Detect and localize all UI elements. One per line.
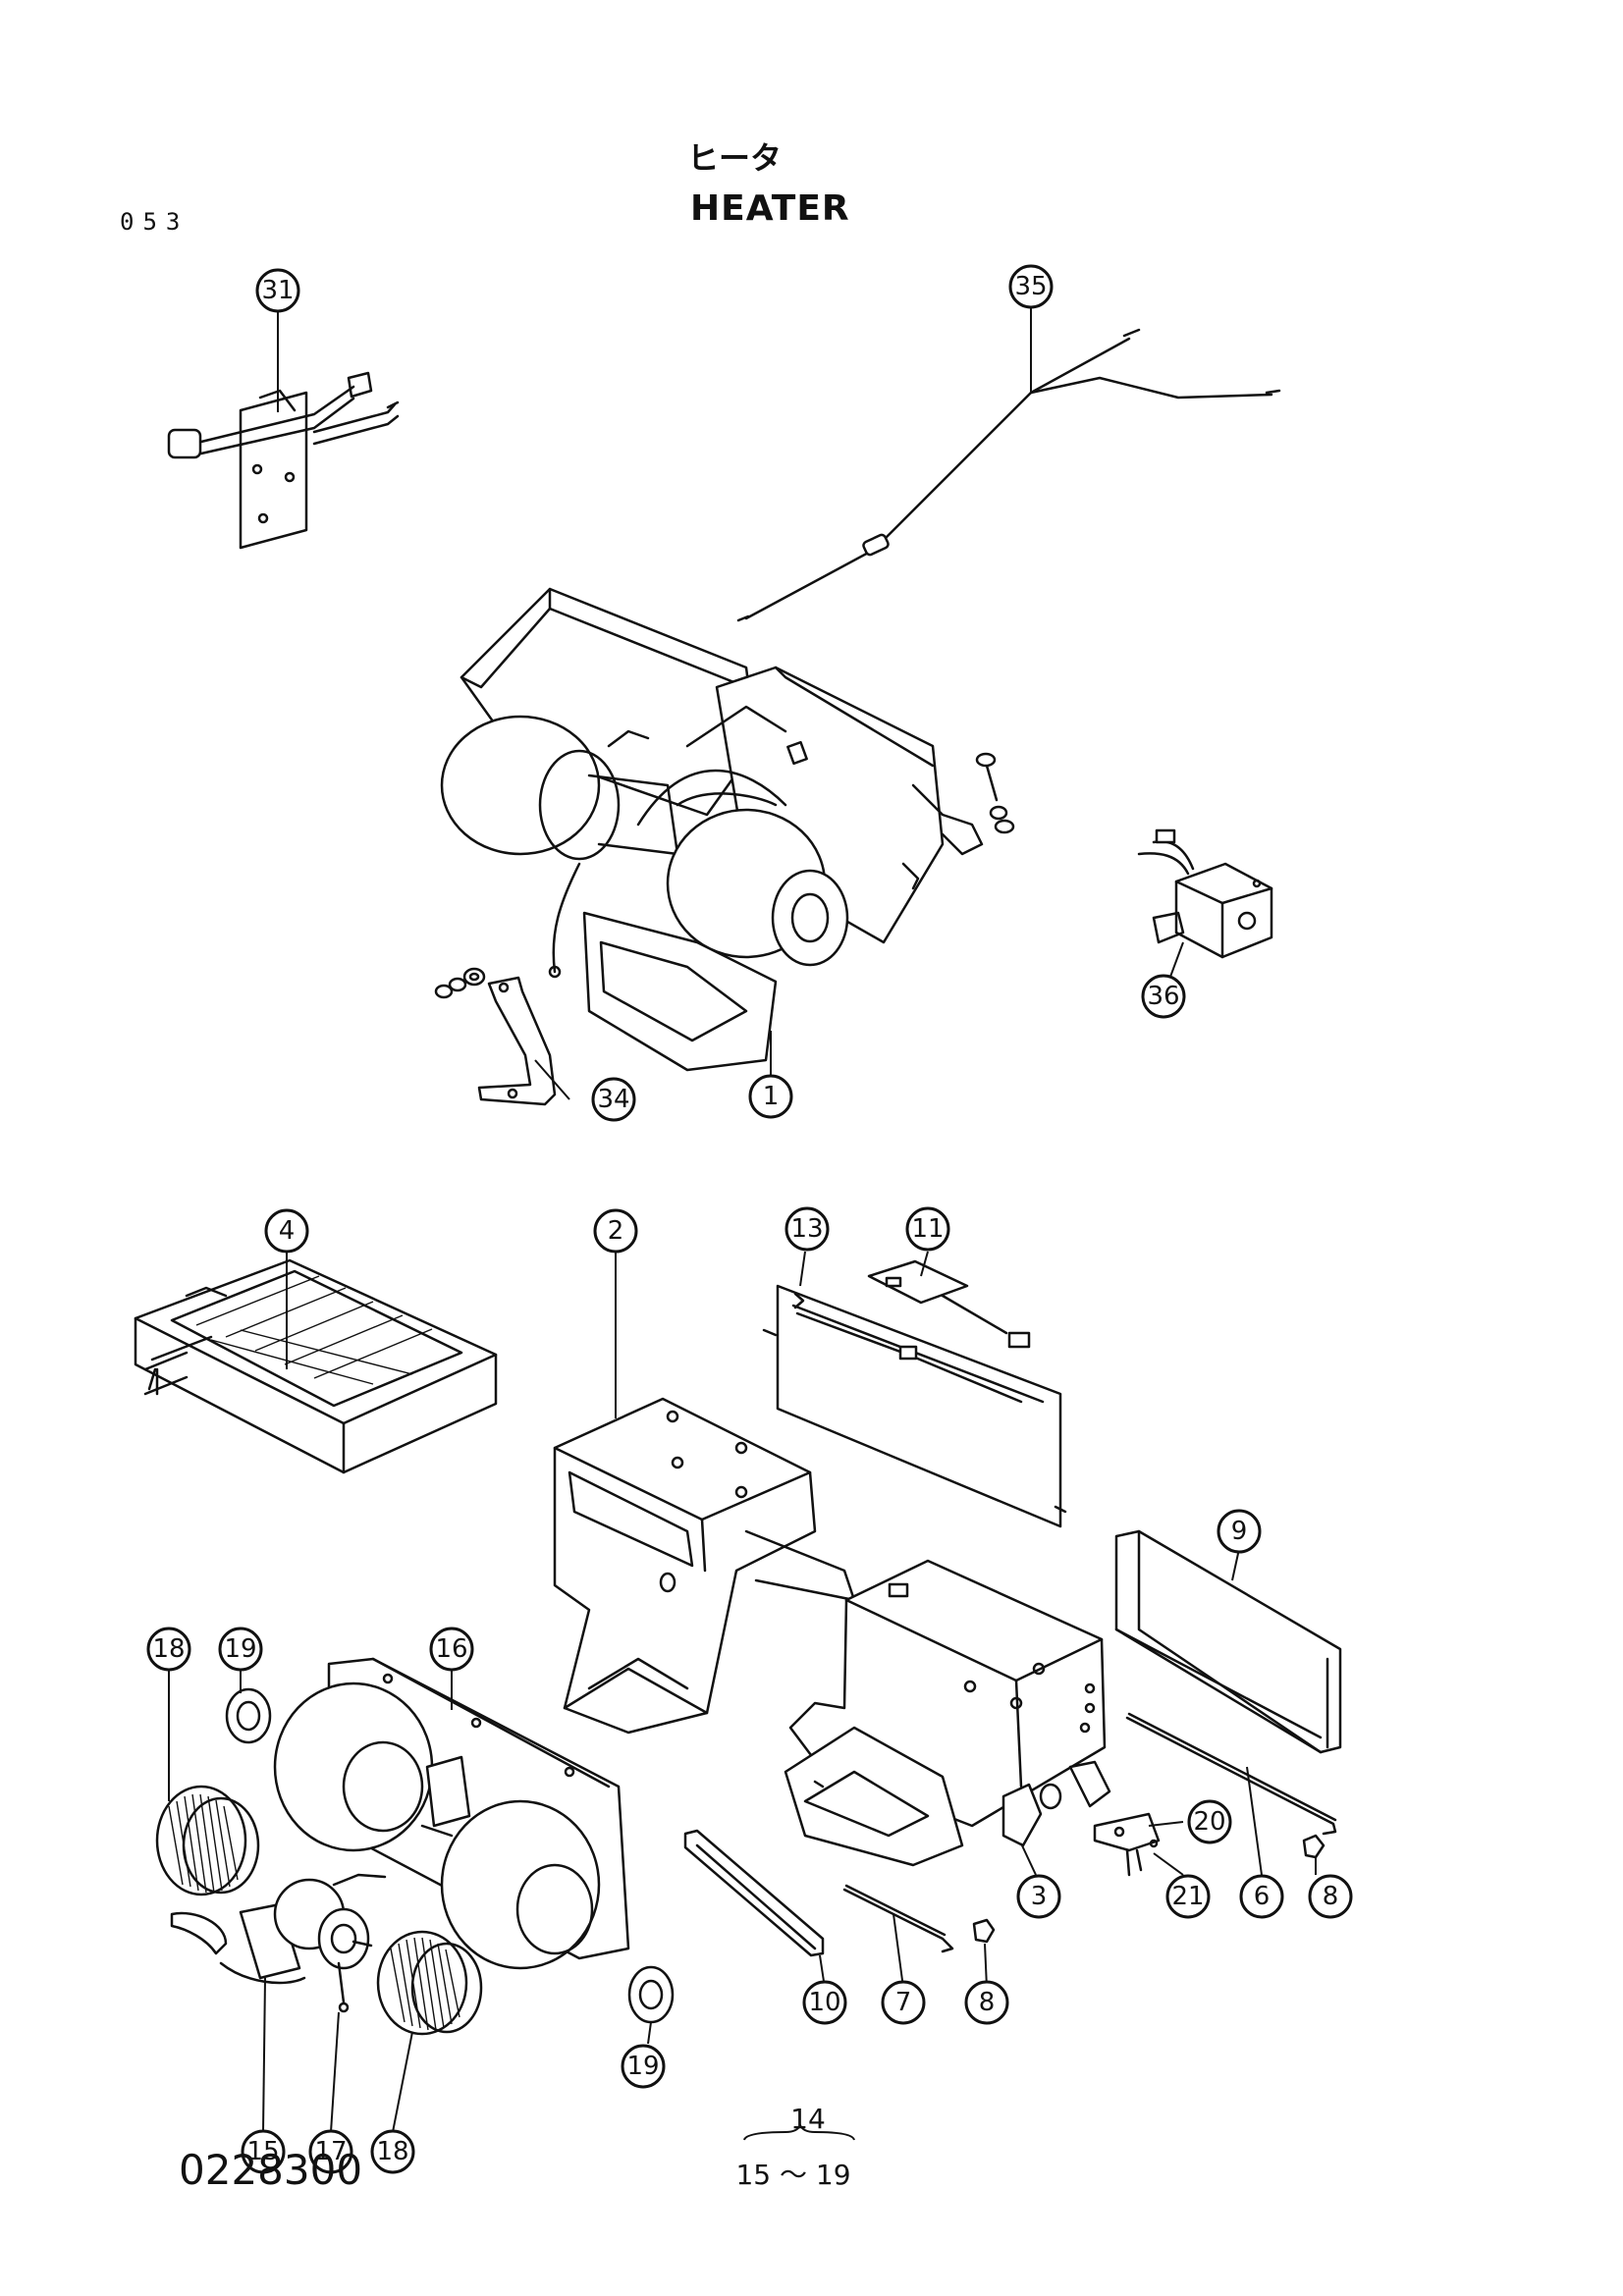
callout-21: 21	[1165, 1874, 1211, 1919]
svg-text:8: 8	[1323, 1882, 1339, 1911]
callout-36: 36	[1141, 974, 1186, 1019]
callout-3: 3	[1016, 1874, 1061, 1919]
part-15-17-motor-drawing	[170, 1873, 387, 2013]
svg-text:3: 3	[1031, 1882, 1048, 1911]
svg-text:31: 31	[261, 276, 294, 305]
callout-17: 17	[308, 2129, 353, 2174]
part-7-rod-drawing	[842, 1884, 954, 1953]
callout-18b: 18	[370, 2129, 415, 2174]
part-34-bracket-drawing	[434, 967, 557, 1106]
callout-2: 2	[593, 1208, 638, 1254]
svg-text:1: 1	[763, 1082, 780, 1111]
svg-text:20: 20	[1193, 1807, 1225, 1837]
svg-text:13: 13	[790, 1214, 823, 1244]
callout-15: 15	[241, 2129, 286, 2174]
part-20-21-plate-drawing	[1093, 1812, 1161, 1877]
part-31-bracket-drawing	[167, 371, 400, 550]
part-6-rod-drawing	[1125, 1712, 1337, 1836]
svg-text:15: 15	[246, 2137, 279, 2166]
part-10-strip-drawing	[683, 1829, 825, 1957]
part-19-rings-drawing	[225, 1687, 675, 2024]
part-2-duct-case-drawing	[553, 1397, 856, 1735]
callout-20: 20	[1187, 1799, 1232, 1844]
part-36-relay-drawing	[1137, 828, 1273, 959]
callout-1: 1	[748, 1074, 793, 1119]
svg-text:36: 36	[1147, 982, 1179, 1011]
svg-text:17: 17	[314, 2137, 347, 2166]
svg-text:6: 6	[1254, 1882, 1271, 1911]
callout-18a: 18	[146, 1627, 191, 1672]
callout-11: 11	[905, 1206, 950, 1252]
svg-text:35: 35	[1014, 272, 1047, 301]
part-4-heater-core-drawing	[134, 1258, 498, 1474]
svg-text:10: 10	[808, 1988, 840, 2017]
callout-34: 34	[591, 1077, 636, 1122]
svg-text:11: 11	[911, 1214, 944, 1244]
svg-text:19: 19	[224, 1634, 256, 1664]
svg-text:2: 2	[608, 1216, 624, 1246]
svg-text:9: 9	[1231, 1517, 1248, 1546]
part-16-blower-housing-drawing	[273, 1657, 630, 1970]
part-3-housing-drawing	[784, 1559, 1111, 1867]
part-35-harness-drawing	[736, 328, 1281, 622]
callout-13: 13	[784, 1206, 830, 1252]
ref-group-bottom: 15 ～ 19	[735, 2159, 851, 2191]
part-18-fans-drawing	[155, 1785, 483, 2036]
svg-text:7: 7	[895, 1988, 912, 2017]
part-11-sensor-drawing	[867, 1259, 1031, 1349]
page-code: 053	[120, 208, 189, 236]
svg-text:19: 19	[626, 2052, 659, 2081]
catalog-number: 0228300	[179, 2146, 363, 2194]
part-13-cover-panel-drawing	[762, 1284, 1067, 1528]
callout-10: 10	[802, 1980, 847, 2025]
part-9-filter-drawing	[1114, 1529, 1342, 1754]
svg-text:21: 21	[1171, 1882, 1204, 1911]
callout-16: 16	[429, 1627, 474, 1672]
svg-text:18: 18	[152, 1634, 185, 1664]
callout-8b: 8	[964, 1980, 1009, 2025]
svg-text:4: 4	[279, 1216, 296, 1246]
callout-6: 6	[1239, 1874, 1284, 1919]
callout-7: 7	[881, 1980, 926, 2025]
leader-lines	[168, 306, 1317, 2133]
ref-group-brace	[743, 2122, 855, 2141]
callout-19b: 19	[621, 2044, 666, 2089]
title-english: HEATER	[690, 188, 850, 229]
svg-text:34: 34	[597, 1085, 629, 1114]
callout-35: 35	[1008, 264, 1054, 309]
svg-text:18: 18	[376, 2137, 408, 2166]
svg-text:16: 16	[435, 1634, 467, 1664]
svg-text:8: 8	[979, 1988, 996, 2017]
callout-19a: 19	[218, 1627, 263, 1672]
title-japanese: ヒータ	[687, 139, 783, 177]
callout-8a: 8	[1308, 1874, 1353, 1919]
part-1-heater-assembly-drawing	[440, 587, 1015, 1072]
ref-group-top: 14	[790, 2103, 826, 2135]
callout-31: 31	[255, 268, 300, 313]
callout-9: 9	[1217, 1509, 1262, 1554]
callout-4: 4	[264, 1208, 309, 1254]
part-8-caps-drawing	[972, 1834, 1325, 1944]
